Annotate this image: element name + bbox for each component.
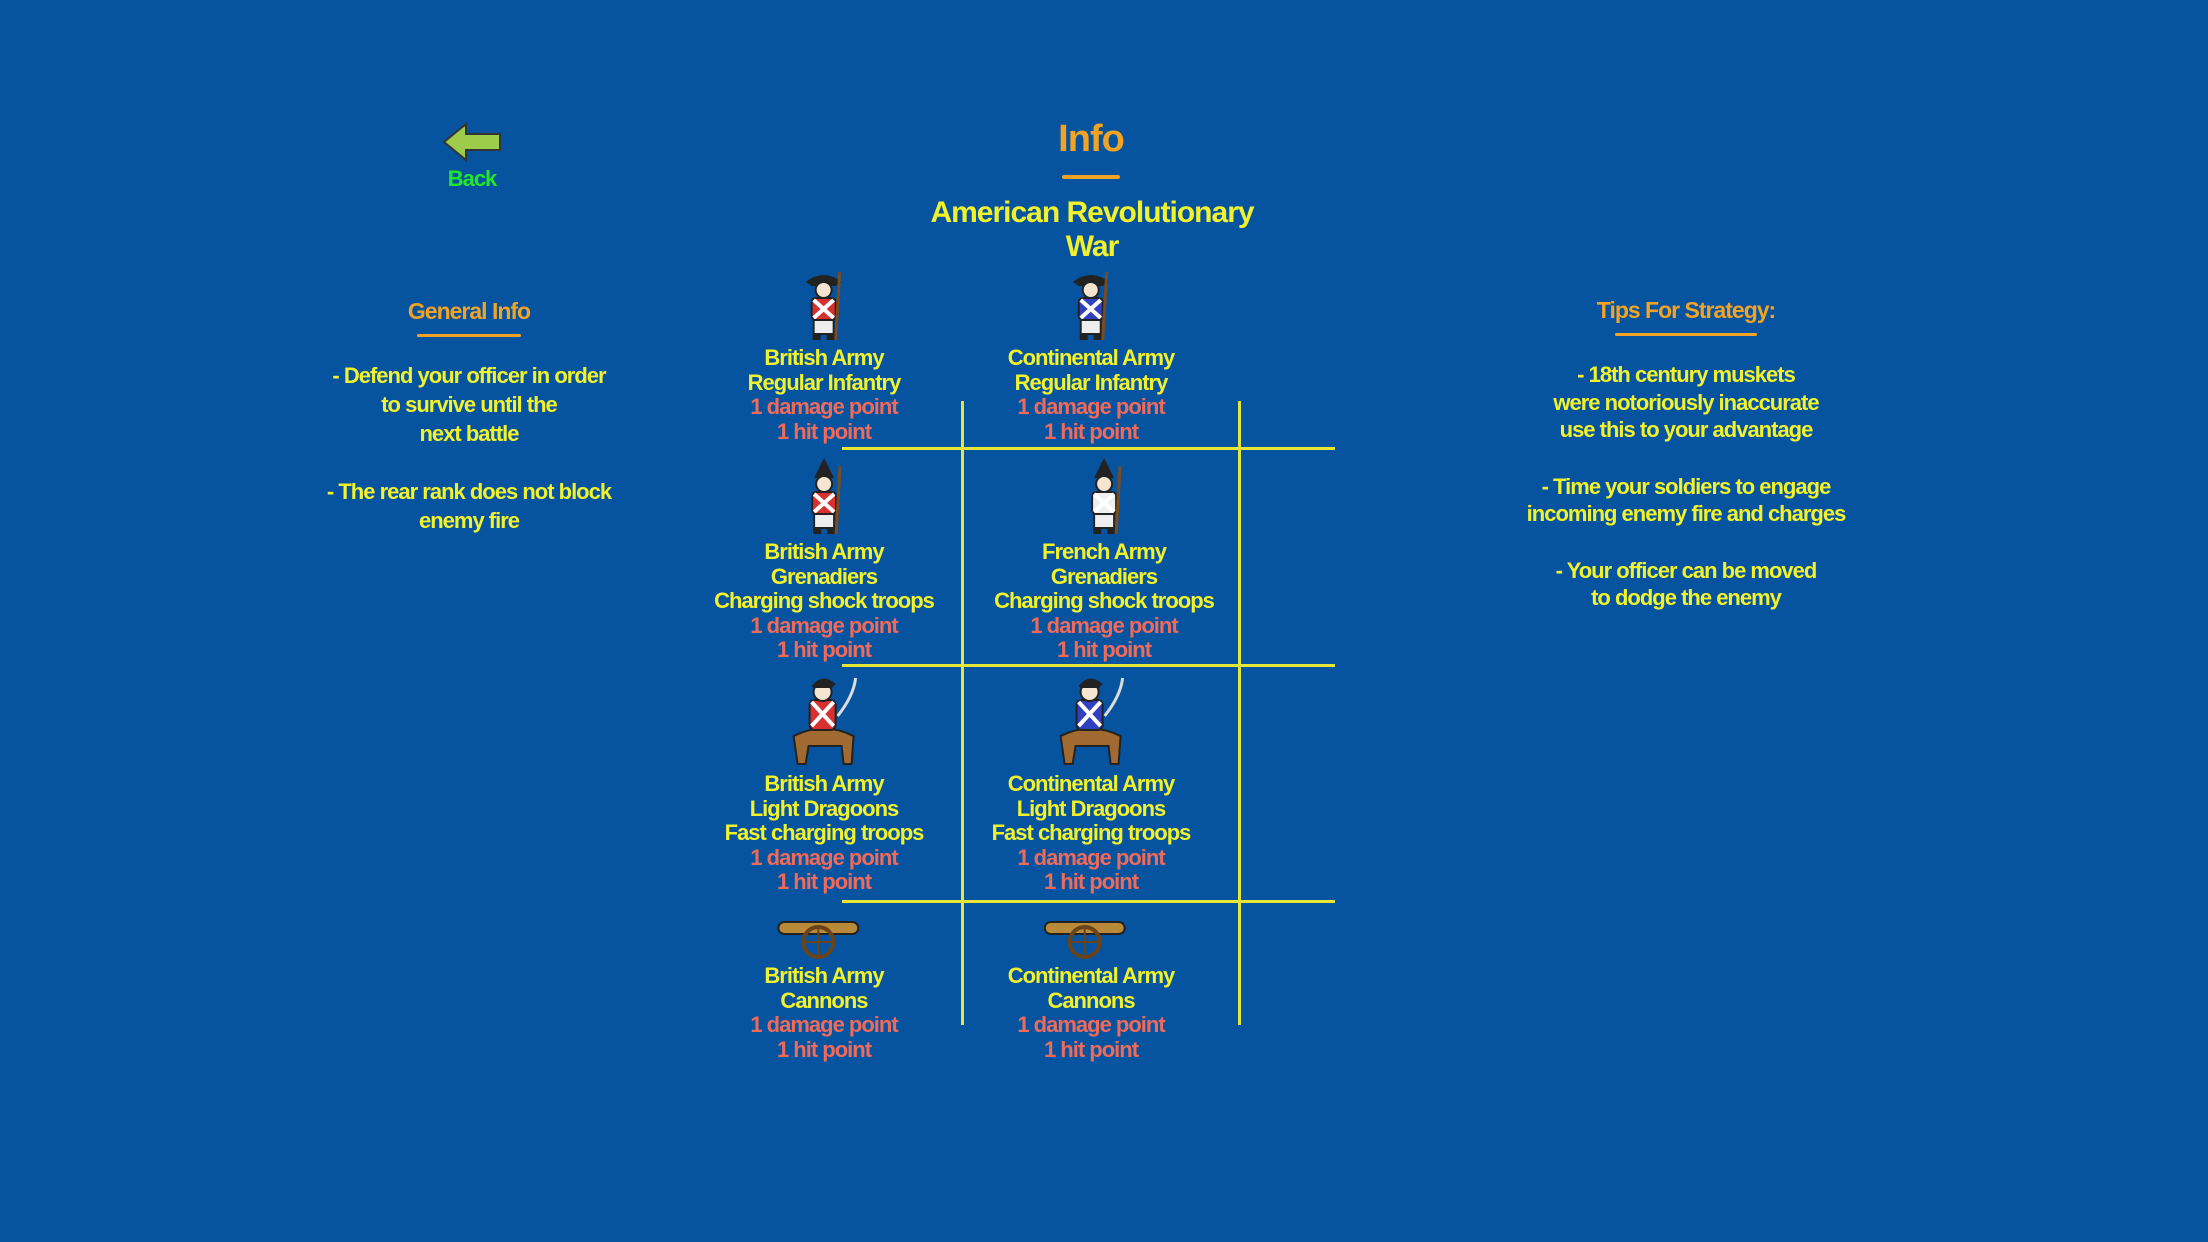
grid-line-horizontal xyxy=(842,447,1335,450)
grid-line-vertical xyxy=(1238,401,1241,1025)
unit-hit-points: 1 hit point xyxy=(776,418,872,444)
unit-type: Cannons xyxy=(1047,987,1135,1013)
unit-army: British Army xyxy=(764,539,884,564)
cannon-icon xyxy=(776,921,859,959)
title-underline xyxy=(1062,175,1120,179)
unit-hit-points: 1 hit point xyxy=(1043,869,1139,894)
arrow-left-icon xyxy=(442,122,501,162)
tips-underline xyxy=(1615,333,1757,336)
soldier-icon xyxy=(1073,272,1109,341)
back-button[interactable]: Back xyxy=(440,122,504,197)
unit-army: Continental Army xyxy=(1007,345,1176,370)
unit-type: Light Dragoons xyxy=(749,795,900,821)
unit-type: Light Dragoons xyxy=(1016,795,1167,821)
unit-army: Continental Army xyxy=(1007,963,1176,988)
dragoon-icon xyxy=(1059,677,1125,765)
unit-damage: 1 damage point xyxy=(1017,394,1165,419)
unit-type: Regular Infantry xyxy=(747,369,902,395)
soldier-icon xyxy=(810,458,842,535)
unit-hit-points: 1 hit point xyxy=(1043,418,1139,444)
unit-damage: 1 damage point xyxy=(750,394,898,419)
back-label: Back xyxy=(447,166,498,191)
war-title-line2: War xyxy=(1065,230,1120,263)
cannon-icon xyxy=(1044,921,1126,959)
unit-type: Grenadiers xyxy=(1050,563,1158,589)
grid-line-vertical xyxy=(961,401,964,1025)
unit-description: Charging shock troops xyxy=(994,588,1215,613)
unit-description: Fast charging troops xyxy=(991,820,1192,845)
tips-title: Tips For Strategy: xyxy=(1596,297,1776,323)
unit-army: British Army xyxy=(764,345,884,370)
unit-description: Charging shock troops xyxy=(714,588,935,613)
unit-damage: 1 damage point xyxy=(750,612,898,638)
grid-line-horizontal xyxy=(842,664,1335,667)
unit-hit-points: 1 hit point xyxy=(776,1036,872,1062)
unit-damage: 1 damage point xyxy=(1017,1012,1165,1037)
unit-damage: 1 damage point xyxy=(750,1012,898,1037)
unit-damage: 1 damage point xyxy=(1017,844,1165,870)
unit-hit-points: 1 hit point xyxy=(776,637,872,662)
general-info-underline xyxy=(417,334,521,337)
soldier-icon xyxy=(805,272,842,341)
war-title: American Revolutionary War xyxy=(930,196,1254,264)
soldier-icon xyxy=(1090,458,1122,535)
unit-type: Cannons xyxy=(780,987,868,1013)
general-info-title: General Info xyxy=(407,298,531,324)
war-title-line1: American Revolutionary xyxy=(930,196,1254,229)
unit-army: British Army xyxy=(764,963,884,988)
unit-type: Regular Infantry xyxy=(1014,369,1169,395)
grid-line-horizontal xyxy=(842,900,1335,903)
unit-hit-points: 1 hit point xyxy=(1043,1036,1139,1062)
dragoon-icon xyxy=(792,677,858,765)
page-title: Info xyxy=(1058,118,1125,160)
unit-hit-points: 1 hit point xyxy=(776,869,872,894)
unit-damage: 1 damage point xyxy=(750,844,898,870)
unit-army: British Army xyxy=(764,771,884,796)
unit-type: Grenadiers xyxy=(770,563,878,589)
unit-army: French Army xyxy=(1042,539,1167,564)
unit-description: Fast charging troops xyxy=(724,820,925,845)
unit-hit-points: 1 hit point xyxy=(1056,637,1152,662)
unit-damage: 1 damage point xyxy=(1030,612,1178,638)
unit-army: Continental Army xyxy=(1007,771,1176,796)
